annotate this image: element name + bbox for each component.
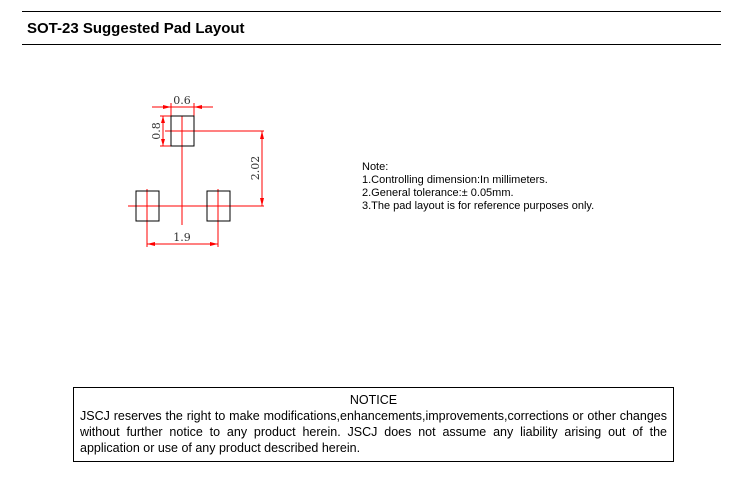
page-title: SOT-23 Suggested Pad Layout xyxy=(27,20,245,37)
notes-heading: Note: xyxy=(362,161,389,173)
title-rule xyxy=(22,44,721,45)
note-item: 3.The pad layout is for reference purpos… xyxy=(362,200,595,212)
notice-heading: NOTICE xyxy=(349,393,398,407)
pad-bottom-left xyxy=(135,190,160,222)
dim-0-6-label: 0.6 xyxy=(173,94,191,107)
dim-1-9-label: 1.9 xyxy=(173,231,191,244)
pad-top xyxy=(170,115,195,147)
notice-body: JSCJ reserves the right to make modifica… xyxy=(80,409,667,455)
pad-bottom-right xyxy=(206,190,231,222)
note-item: 2.General tolerance:± 0.05mm. xyxy=(362,187,514,199)
notes: Note: 1.Controlling dimension:In millime… xyxy=(362,161,594,213)
notice-box: NOTICE JSCJ reserves the right to make m… xyxy=(73,387,674,462)
top-rule xyxy=(22,11,721,12)
dim-2-02-label: 2.02 xyxy=(249,156,262,181)
dim-0-8-label: 0.8 xyxy=(150,122,163,140)
note-item: 1.Controlling dimension:In millimeters. xyxy=(362,174,548,186)
